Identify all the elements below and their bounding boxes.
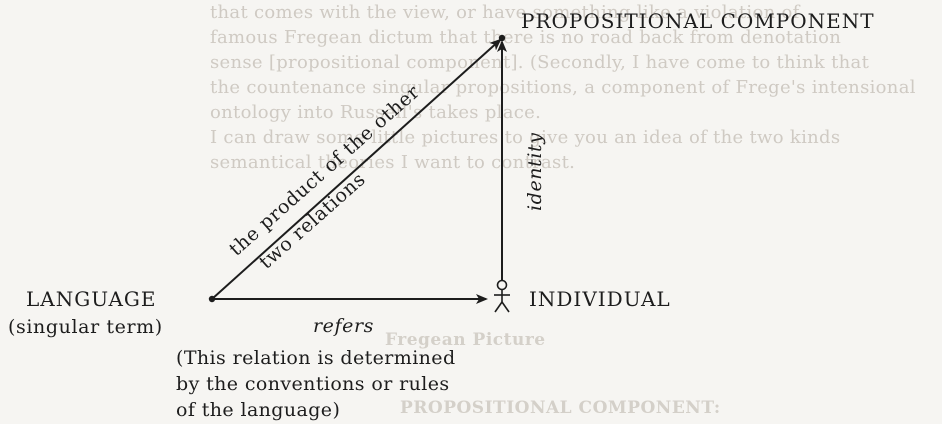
relation-note: (This relation is determined by the conv…: [176, 345, 456, 423]
bleed-through-line: that comes with the view, or have someth…: [210, 2, 800, 23]
product-arrow: [211, 38, 502, 300]
bleed-through-line: sense [propositional component]. (Second…: [210, 52, 870, 73]
bleed-through-text: that comes with the view, or have someth…: [30, 0, 930, 175]
bleed-through-line: famous Fregean dictum that there is no r…: [210, 27, 842, 48]
individual-label: INDIVIDUAL: [529, 287, 671, 311]
note-line: (This relation is determined: [176, 347, 456, 369]
person-icon: [494, 279, 510, 313]
language-label: LANGUAGE: [26, 287, 157, 311]
identity-label: identity: [524, 132, 546, 211]
bleed-through-heading: Fregean Picture: [385, 330, 546, 350]
bleed-through-line: ontology into Russell's takes place.: [210, 102, 542, 123]
bleed-through-line: semantical theories I want to contrast.: [210, 152, 576, 173]
note-line: of the language): [176, 399, 341, 421]
note-line: by the conventions or rules: [176, 373, 450, 395]
refers-label: refers: [313, 315, 375, 337]
bleed-through-line: I can draw some little pictures to give …: [210, 127, 841, 148]
bleed-through-line: the countenance singular propositions, a…: [210, 77, 916, 98]
bleed-through-heading: PROPOSITIONAL COMPONENT:: [400, 398, 721, 418]
propositional-component-label: PROPOSITIONAL COMPONENT: [521, 9, 875, 33]
singular-term-label: (singular term): [8, 316, 163, 338]
